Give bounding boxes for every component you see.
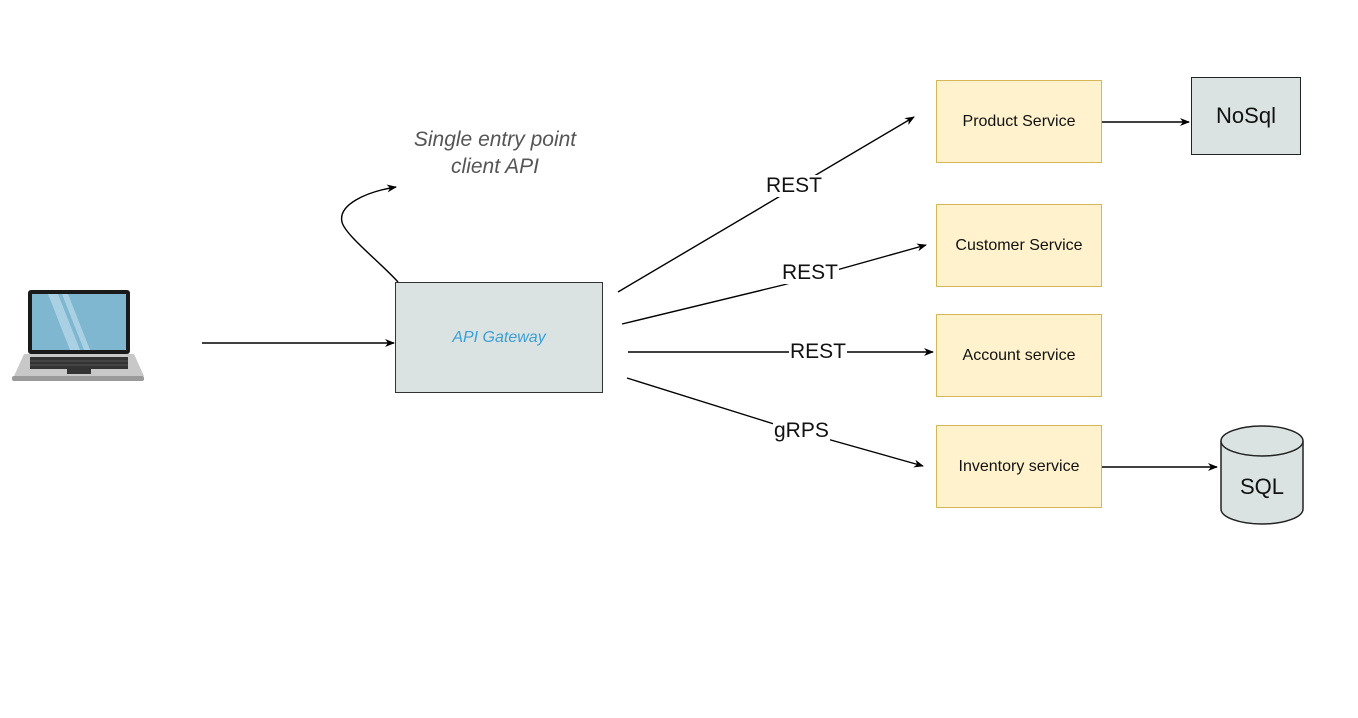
edge-product-arrow — [617, 116, 915, 293]
product-service-node: Product Service — [936, 80, 1102, 163]
customer-service-label: Customer Service — [955, 236, 1083, 254]
inventory-service-node: Inventory service — [936, 425, 1102, 508]
api-gateway-label: API Gateway — [452, 328, 546, 346]
sql-store-label: SQL — [1239, 474, 1285, 499]
nosql-store-node: NoSql — [1191, 77, 1301, 155]
product-service-label: Product Service — [962, 112, 1076, 130]
laptop-icon — [12, 290, 144, 381]
account-service-label: Account service — [962, 346, 1076, 364]
customer-service-node: Customer Service — [936, 204, 1102, 287]
edge-account-label: REST — [789, 340, 848, 363]
note-line-2: client API — [451, 155, 539, 178]
note-pointer-arrow — [341, 184, 399, 283]
sql-database-icon — [1220, 425, 1304, 525]
nosql-store-label: NoSql — [1216, 103, 1276, 128]
edge-customer-arrow — [621, 243, 927, 325]
edge-inventory-label: gRPS — [773, 419, 830, 442]
edge-product-label: REST — [765, 174, 824, 197]
api-gateway-node: API Gateway — [395, 282, 603, 393]
inventory-service-label: Inventory service — [958, 457, 1080, 475]
edge-customer-label: REST — [781, 261, 840, 284]
note-line-1: Single entry point — [413, 128, 577, 151]
account-service-node: Account service — [936, 314, 1102, 397]
gateway-note: Single entry point client API — [385, 126, 605, 180]
